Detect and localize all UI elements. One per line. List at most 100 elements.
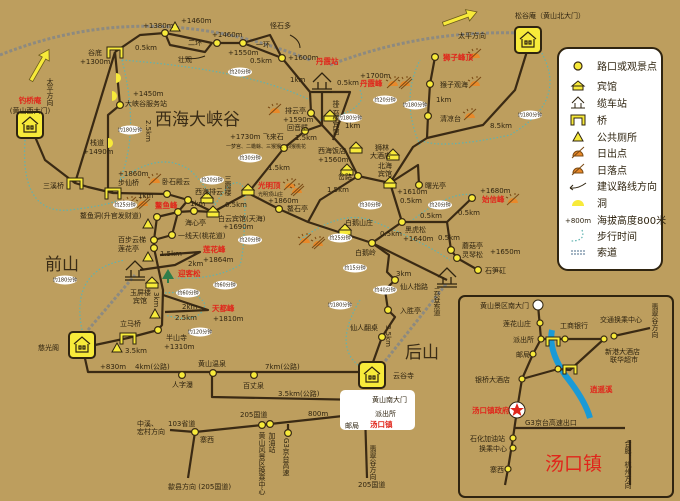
label-guangming-villa: 光明顶山庄 (258, 191, 283, 198)
junction-node-icon (431, 52, 440, 61)
inset-node-icon (536, 319, 544, 327)
label-alt1860a: +1860m (118, 170, 149, 178)
label-danxia-station: 丹霞站 (316, 56, 339, 66)
sunset-icon (135, 196, 151, 210)
label-xihai-hotel: 西海饭店 (318, 146, 346, 155)
label-d1a: 1km (290, 76, 306, 84)
label-beihai2: 宾馆 (378, 169, 392, 178)
label-g3: G3京台高速 (282, 438, 290, 477)
walk-time-oval: 约180分钟 (53, 275, 77, 285)
yungu-gate-icon[interactable] (358, 361, 386, 389)
junction-node-icon (447, 246, 456, 255)
label-d1c: 1km (190, 200, 206, 208)
ciguang-gate-icon[interactable] (68, 331, 96, 359)
label-lingqin: 灵琴松 (462, 250, 483, 259)
sunrise-icon (147, 173, 162, 186)
junction-node-icon (391, 276, 400, 285)
road-segment (426, 47, 530, 140)
road-segment (114, 31, 214, 54)
label-yihuan: 一环 (256, 41, 270, 49)
road-segment (186, 431, 197, 479)
label-d15b: 1.5km (295, 134, 317, 142)
label-feicui: 翡翠谷方向 (369, 444, 377, 480)
junction-node-icon (468, 194, 477, 203)
label-alt1864: +1864m (203, 256, 234, 264)
yuping-cableway (86, 274, 137, 331)
sunrise-icon (385, 76, 400, 89)
label-d05e: 0.5km (420, 212, 442, 220)
label-baibu: 百步云梯 (118, 235, 146, 244)
walk-time-label: 约60分钟 (177, 290, 198, 297)
junction-node-icon (174, 208, 183, 217)
legend-item: 洞 (572, 198, 607, 210)
label-sanxi: 三溪桥 (43, 181, 64, 190)
bridge-icon (104, 187, 122, 200)
songgu-gate-icon[interactable] (514, 26, 542, 54)
sunrise-icon (505, 193, 520, 206)
inset-label-g3exit: G3京台高速出口 (525, 418, 577, 427)
junction-node-icon (278, 53, 287, 62)
junction-node-icon (161, 29, 170, 38)
label-xianren-zhi: 仙人指路 (400, 282, 428, 291)
label-yuping2: 宾馆 (133, 296, 147, 305)
label-tangkou: 汤口镇 (370, 419, 393, 429)
sunset-icon (289, 183, 305, 197)
label-d05i: 0.5km (380, 230, 402, 238)
inset-node-icon (518, 375, 526, 383)
label-feilai: +1730m 飞来石 (230, 133, 284, 141)
legend-item: 桥 (570, 114, 607, 127)
sunset-icon (310, 236, 326, 250)
bridge-icon (562, 364, 578, 375)
legend-label: 洞 (597, 198, 607, 210)
walk-time-oval: 约15分钟 (343, 263, 367, 273)
yungu-cableway (380, 282, 449, 366)
label-d05a: 0.5km (135, 44, 157, 52)
legend-item: 缆车站 (571, 96, 627, 110)
legend-label: 日落点 (597, 165, 627, 177)
label-mogu: 蘑菇亭 (462, 241, 483, 250)
label-d35b: 3.5km (384, 325, 392, 347)
junction-node-icon (213, 38, 222, 47)
junction-node-icon (453, 254, 462, 263)
walk-time-oval: 约60分钟 (213, 280, 237, 290)
label-d25b: 2.5km (175, 314, 197, 322)
label-d4road: 4km(公路) (135, 362, 170, 371)
road-segment (94, 199, 189, 347)
walk-time-label: 约20分钟 (229, 69, 250, 76)
sunrise-icon (467, 48, 482, 61)
label-police: 派出所 (375, 409, 396, 418)
walk-time-label: 约20分钟 (239, 237, 260, 244)
inset-label-lianhua-market: 联华超市 (610, 355, 638, 364)
junction-node-icon (275, 205, 284, 214)
label-yingke: 迎客松 (178, 268, 201, 278)
label-d7road: 7km(公路) (265, 362, 300, 371)
label-shisun: 石笋矼 (485, 266, 506, 275)
label-buxian: 步仙桥 (118, 178, 139, 187)
walk-time-oval: 约180分钟 (403, 100, 427, 110)
legend-item: 路口或观景点 (573, 60, 657, 73)
walk-time-oval: 约180分钟 (518, 110, 543, 120)
label-d15d: 1.5km (327, 186, 349, 194)
label-gudi: 谷底 (88, 48, 102, 57)
toilet-icon (142, 250, 154, 262)
label-alt1810: +1810m (213, 315, 244, 323)
walk-time-label: 约180分钟 (518, 112, 543, 119)
hotel-icon (348, 141, 364, 154)
south-gate-highlight (340, 390, 415, 430)
label-yixiantian: 一线天(桃花道) (178, 231, 226, 240)
label-taiping-dir: 太平方向 (46, 77, 54, 106)
inset-label-town: 汤口镇 (545, 453, 602, 475)
walk-time-oval: 约20分钟 (428, 200, 452, 210)
legend-label: 公共厕所 (597, 132, 637, 144)
label-yungu-cable: 云谷索道 (433, 288, 441, 317)
label-d05g: 0.5km (337, 79, 359, 87)
hotel-icon (205, 205, 221, 218)
sunrise-icon (282, 178, 297, 191)
label-aoyu-cave: 鳌鱼洞(升官发财道) (80, 211, 142, 220)
inset-label-post: 邮局 (516, 350, 530, 359)
diaoqiao-gate-icon[interactable] (16, 111, 44, 139)
toilet-icon (169, 20, 181, 32)
label-xihai-paiyun: 西海排云 (195, 187, 223, 196)
label-aoshi: 鳌石亭 (287, 204, 308, 213)
